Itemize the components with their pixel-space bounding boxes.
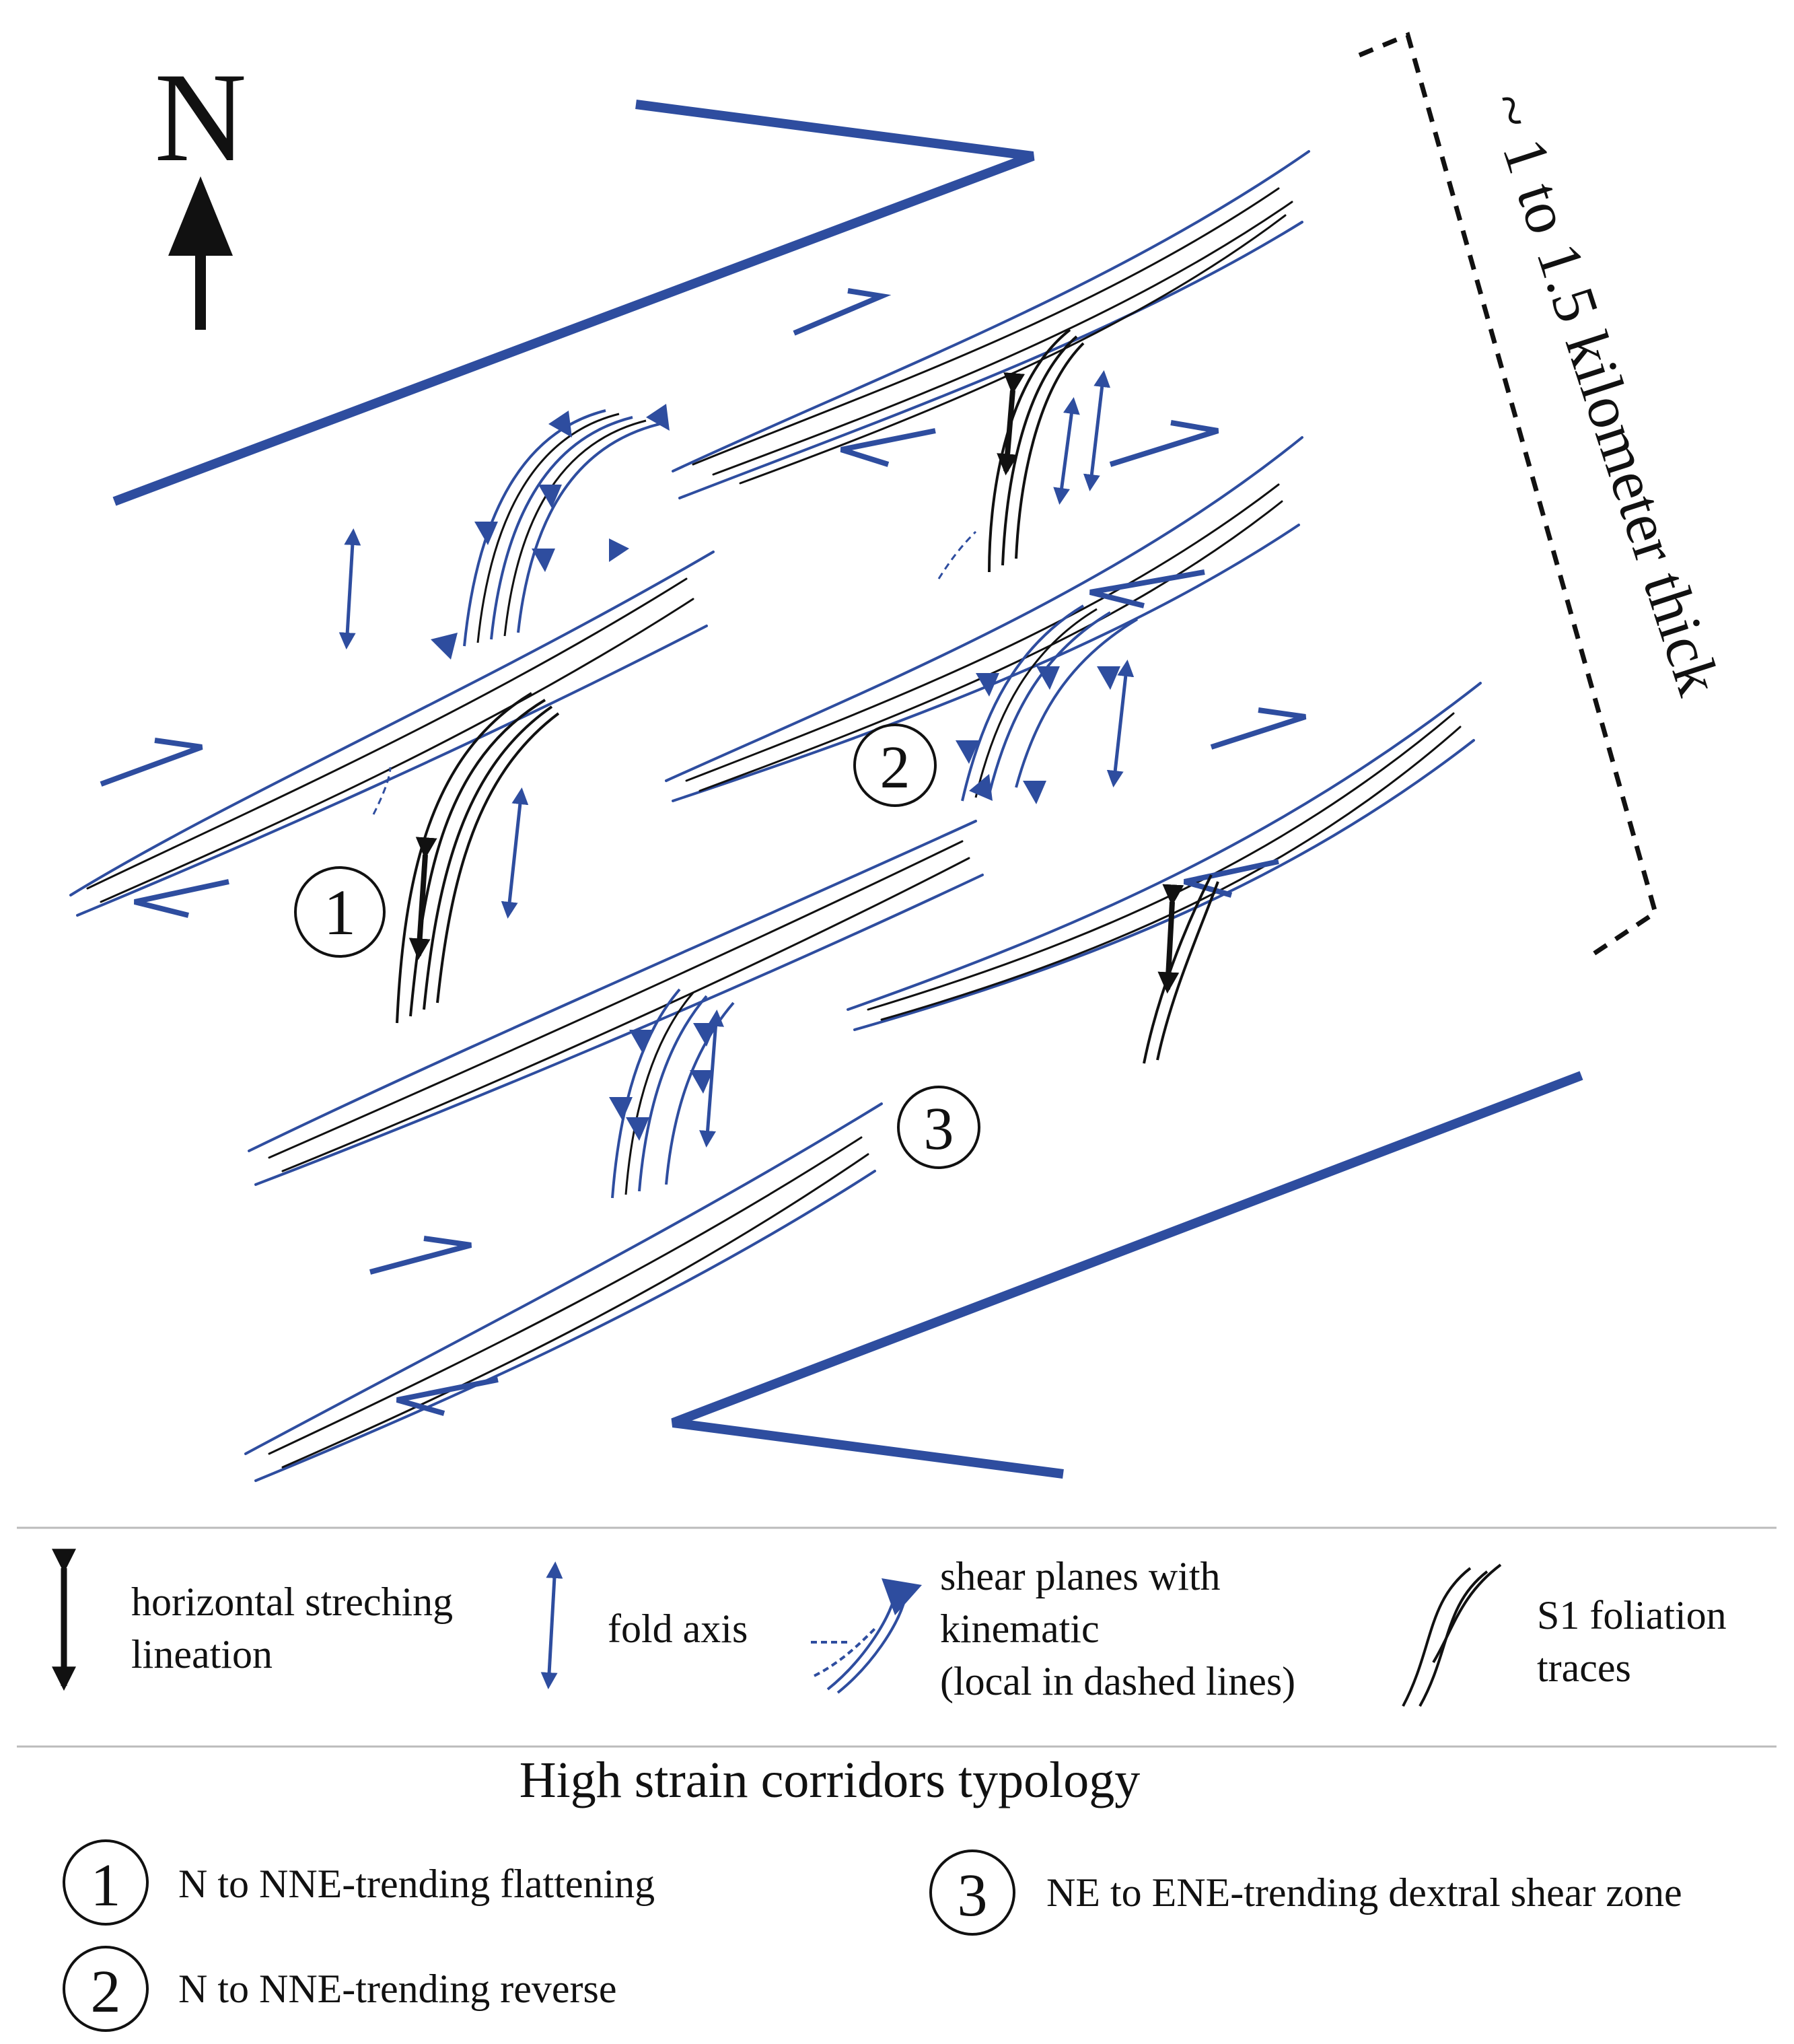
fold-axes — [338, 370, 1135, 1148]
corridor-shear-arrows — [100, 288, 1307, 1416]
typology-label-1: N to NNE-trending flattening — [178, 1862, 655, 1906]
legend-foliation-label-2: traces — [1537, 1646, 1631, 1690]
thickness-dashed-line — [1358, 32, 1659, 960]
typology-label-3: NE to ENE-trending dextral shear zone — [1046, 1870, 1682, 1915]
legend-s1-foliation: S1 foliation traces — [1402, 1563, 1727, 1707]
corridor-band — [665, 436, 1303, 802]
legend-fold-axis: fold axis — [540, 1561, 748, 1689]
north-label: N — [154, 47, 246, 188]
thickness-bracket: ~ 1 to 1.5 kilometer thick — [1358, 32, 1734, 960]
stretching-lineations — [408, 372, 1184, 994]
shear-plane-icon — [811, 1578, 922, 1694]
s1-foliation-icon — [1402, 1563, 1502, 1707]
typology-number-3: 3 — [958, 1862, 988, 1929]
typology-number-1: 1 — [91, 1852, 121, 1919]
corridor-band — [672, 150, 1310, 499]
legend-shear-planes: shear planes with kinematic (local in da… — [811, 1554, 1295, 1703]
legend-shear-label-3: (local in dashed lines) — [940, 1659, 1295, 1703]
main-shear-corridors — [69, 150, 1482, 1482]
typology-marker-2 — [63, 1946, 149, 2032]
fold-axis-icon — [540, 1561, 563, 1689]
legend-stretching-label-1: horizontal streching — [131, 1580, 453, 1624]
legend-foliation-label-1: S1 foliation — [1537, 1593, 1727, 1637]
corridor-number-2: 2 — [880, 734, 910, 801]
legend-stretching-lineation: horizontal streching lineation — [52, 1549, 453, 1691]
typology-title: High strain corridors typology — [519, 1752, 1140, 1808]
reverse-corridors — [463, 409, 1139, 1199]
legend-shear-label-1: shear planes with — [940, 1554, 1221, 1598]
typology-marker-3 — [929, 1849, 1015, 1936]
corridor-number-1: 1 — [324, 876, 356, 948]
corridor-band — [847, 682, 1482, 1031]
corridor-number-3: 3 — [924, 1096, 954, 1162]
upper-boundary-arrow — [112, 100, 1035, 506]
bounding-shear-arrows — [112, 100, 1583, 1479]
legend: horizontal streching lineation fold axis… — [52, 1549, 1727, 1707]
legend-stretching-label-2: lineation — [131, 1632, 273, 1677]
corridor-number-markers: 1 2 3 — [294, 724, 980, 1169]
typology: High strain corridors typology 1 N to NN… — [63, 1752, 1682, 2032]
corridor-band — [248, 820, 984, 1186]
legend-fold-axis-label: fold axis — [608, 1607, 748, 1651]
north-arrowhead-icon — [168, 176, 233, 256]
typology-label-2: N to NNE-trending reverse — [178, 1967, 616, 2011]
lower-boundary-arrow — [671, 1071, 1583, 1479]
corridor-band — [69, 551, 715, 917]
north-arrow: N — [154, 47, 247, 330]
shear-plane-teeth — [431, 404, 1120, 1141]
corridor-band — [244, 1102, 883, 1482]
typology-marker-1 — [63, 1839, 149, 1926]
legend-shear-label-2: kinematic — [940, 1607, 1100, 1651]
thickness-label: ~ 1 to 1.5 kilometer thick — [1474, 84, 1734, 703]
local-dashed-shear-planes — [372, 530, 977, 815]
typology-number-2: 2 — [91, 1959, 121, 2025]
